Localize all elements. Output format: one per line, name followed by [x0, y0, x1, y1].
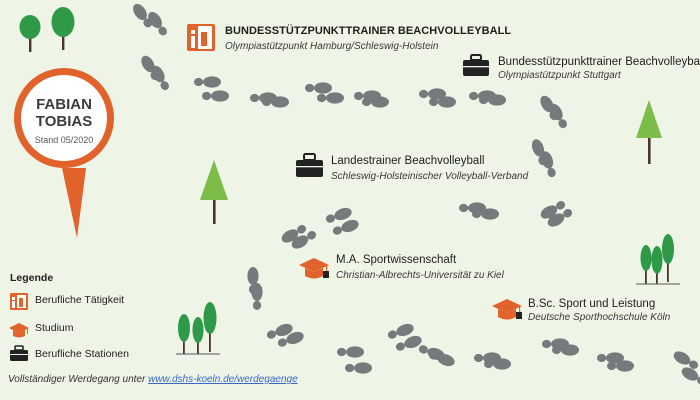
footprint — [194, 76, 221, 88]
footprint — [362, 96, 389, 108]
station-subtitle: Olympiastützpunkt Hamburg/Schleswig-Hols… — [225, 41, 439, 52]
briefcase-icon — [296, 153, 323, 177]
station-landestrainer: Landestrainer Beachvolleyball Schleswig-… — [331, 155, 528, 182]
station-subtitle: Deutsche Sporthochschule Köln — [528, 312, 671, 323]
station-ma-sportwissenschaft: M.A. Sportwissenschaft Christian-Albrech… — [336, 254, 504, 281]
tree-cluster-left-bottom — [176, 302, 220, 355]
station-subtitle: Olympiastützpunkt Stuttgart — [498, 70, 621, 81]
station-bundesstuetzpunkt-hamburg: BUNDESSTÜTZPUNKTTRAINER BEACHVOLLEYBALL … — [225, 25, 511, 52]
footprint — [679, 364, 700, 388]
station-title: M.A. Sportwissenschaft — [336, 254, 457, 266]
station-bundesstuetzpunkt-stuttgart: Bundesstützpunkttrainer Beachvolleyball … — [498, 56, 700, 81]
legend-item-label: Berufliche Stationen — [35, 348, 129, 360]
graduation-cap-icon — [9, 323, 29, 338]
status-date: Stand 05/2020 — [34, 135, 94, 145]
werdegaenge-link[interactable]: www.dshs-koeln.de/werdegaenge — [148, 374, 298, 385]
footer-text: Vollständiger Werdegang unter — [8, 374, 149, 385]
tree-right-top — [636, 100, 662, 164]
person-first-name: FABIAN — [36, 96, 92, 113]
footprint — [345, 362, 372, 374]
station-title: BUNDESSTÜTZPUNKTTRAINER BEACHVOLLEYBALL — [225, 25, 512, 37]
footprint — [317, 92, 344, 104]
footprint — [484, 358, 511, 370]
footprint — [394, 333, 424, 354]
footprint — [479, 94, 506, 106]
legend-item-label: Studium — [35, 322, 74, 334]
footprint — [552, 344, 579, 356]
footprint — [251, 283, 263, 310]
footprint — [331, 217, 361, 238]
tree-left-middle — [200, 160, 228, 224]
legend-item-work: Berufliche Tätigkeit — [27, 294, 124, 306]
station-subtitle: Christian-Albrechts-Universität zu Kiel — [336, 270, 504, 281]
station-bsc-sport-leistung: B.Sc. Sport und Leistung Deutsche Sporth… — [528, 298, 670, 323]
briefcase-icon — [10, 345, 28, 361]
footprint — [305, 82, 332, 94]
work-icon — [10, 293, 28, 310]
tree-cluster-top-left — [19, 7, 75, 52]
work-icon — [187, 24, 215, 51]
footprint — [202, 90, 229, 102]
station-title: Bundesstützpunkttrainer Beachvolleyball — [498, 56, 700, 68]
footprint — [429, 96, 456, 108]
station-title: B.Sc. Sport und Leistung — [528, 298, 656, 310]
graduation-cap-icon — [492, 299, 522, 320]
footprint — [607, 360, 634, 372]
footprint — [337, 346, 364, 358]
person-pin-marker — [14, 68, 114, 238]
footprint — [262, 96, 289, 108]
person-pin-label: FABIAN TOBIAS Stand 05/2020 — [18, 96, 110, 145]
person-last-name: TOBIAS — [35, 113, 93, 130]
legend-item-study: Studium — [27, 322, 74, 334]
footprint — [472, 208, 499, 220]
footer-note: Vollständiger Werdegang unter www.dshs-k… — [8, 374, 298, 385]
tree-cluster-right — [636, 234, 680, 285]
station-subtitle: Schleswig-Holsteinischer Volleyball-Verb… — [331, 171, 529, 182]
legend: Legende — [10, 272, 53, 284]
legend-title: Legende — [10, 272, 54, 284]
station-title: Landestrainer Beachvolleyball — [331, 155, 485, 167]
briefcase-icon — [463, 54, 489, 76]
graduation-cap-icon — [299, 258, 329, 279]
legend-item-label: Berufliche Tätigkeit — [35, 294, 125, 306]
legend-item-stations: Berufliche Stationen — [27, 348, 129, 360]
